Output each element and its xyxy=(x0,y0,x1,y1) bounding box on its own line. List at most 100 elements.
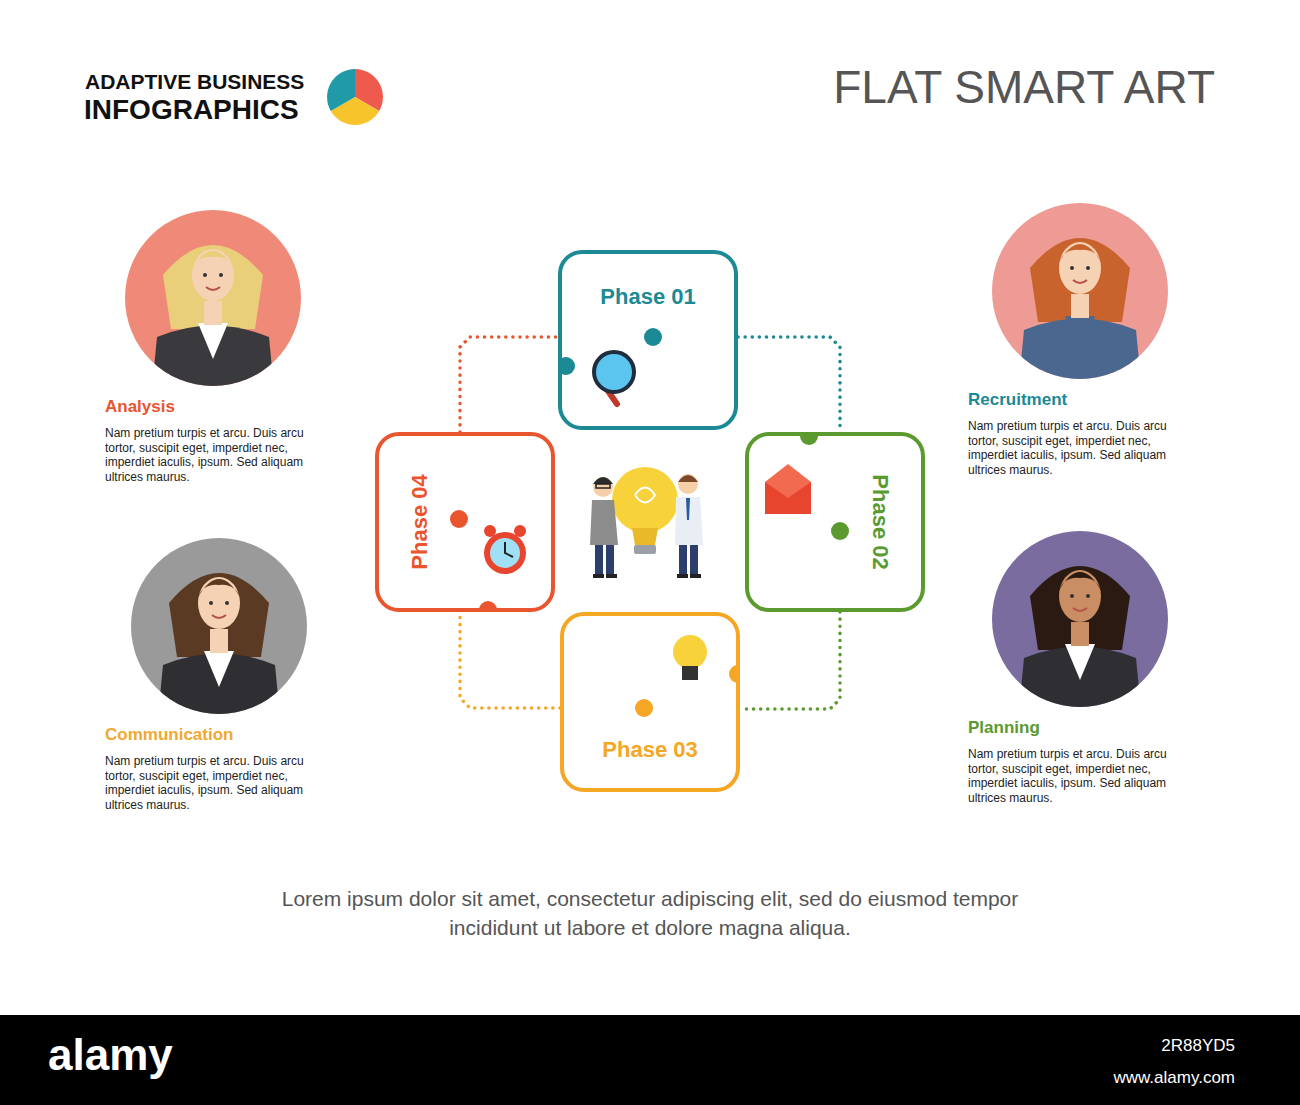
decoration xyxy=(678,475,698,482)
decoration xyxy=(679,545,687,575)
decoration xyxy=(800,436,818,445)
role-heading: Analysis xyxy=(105,397,337,417)
dotted-connector xyxy=(740,612,840,709)
decoration xyxy=(686,498,690,520)
decoration xyxy=(595,545,603,575)
decoration xyxy=(675,497,703,545)
decoration xyxy=(677,574,688,578)
brand-heading: ADAPTIVE BUSINESS xyxy=(85,70,304,94)
decoration xyxy=(596,484,610,488)
decoration xyxy=(593,477,613,497)
decoration xyxy=(1071,622,1089,646)
decoration xyxy=(204,651,234,687)
decoration xyxy=(209,601,213,605)
decoration xyxy=(1071,294,1089,318)
idea-illustration xyxy=(590,467,703,578)
role-description: Nam pretium turpis et arcu. Duis arcu to… xyxy=(968,747,1188,805)
phase-box: Phase 04 xyxy=(375,432,555,612)
decoration xyxy=(765,464,811,498)
decoration xyxy=(210,629,228,653)
caption: Lorem ipsum dolor sit amet, consectetur … xyxy=(240,884,1060,942)
person-figure xyxy=(151,245,275,391)
decoration xyxy=(212,615,226,618)
decoration xyxy=(1086,266,1090,270)
phase-label: Phase 01 xyxy=(600,284,695,310)
pie-icon xyxy=(327,69,383,125)
decoration xyxy=(197,579,241,599)
role-card: RecruitmentNam pretium turpis et arcu. D… xyxy=(968,202,1200,477)
decoration xyxy=(1030,566,1130,650)
decoration xyxy=(206,287,220,290)
decoration xyxy=(1059,570,1101,622)
decoration xyxy=(606,545,614,575)
decoration xyxy=(198,577,240,629)
decoration xyxy=(1065,644,1095,680)
phase-label: Phase 03 xyxy=(602,737,697,763)
decoration xyxy=(484,532,526,574)
decoration xyxy=(634,545,656,554)
decoration xyxy=(203,273,207,277)
envelope-icon xyxy=(749,436,921,608)
dotted-connector xyxy=(738,337,840,432)
decoration xyxy=(1086,594,1090,598)
decoration xyxy=(219,273,223,277)
decoration xyxy=(831,522,849,540)
watermark: alamy xyxy=(48,1030,173,1080)
role-heading: Communication xyxy=(105,725,337,745)
decoration xyxy=(225,601,229,605)
decoration xyxy=(682,666,698,680)
phase-label: Phase 02 xyxy=(867,474,893,569)
person-figure xyxy=(157,573,281,719)
role-description: Nam pretium turpis et arcu. Duis arcu to… xyxy=(105,754,325,812)
decoration xyxy=(169,573,269,657)
role-card: AnalysisNam pretium turpis et arcu. Duis… xyxy=(105,209,337,484)
decoration xyxy=(678,474,698,494)
phase-box: Phase 03 xyxy=(560,612,740,792)
decoration xyxy=(593,574,604,578)
decoration xyxy=(594,352,634,392)
portrait xyxy=(105,209,337,391)
decoration xyxy=(484,525,496,537)
bulb-icon xyxy=(564,616,736,788)
role-description: Nam pretium turpis et arcu. Duis arcu to… xyxy=(968,419,1188,477)
decoration xyxy=(479,601,497,608)
role-description: Nam pretium turpis et arcu. Duis arcu to… xyxy=(105,426,325,484)
decoration xyxy=(1058,572,1102,592)
decoration xyxy=(1059,242,1101,294)
portrait xyxy=(968,202,1200,384)
decoration xyxy=(593,477,613,484)
decoration xyxy=(191,251,235,271)
decoration xyxy=(590,500,618,545)
decoration xyxy=(327,69,355,111)
role-card: PlanningNam pretium turpis et arcu. Duis… xyxy=(968,530,1200,805)
decoration xyxy=(673,635,707,669)
page-title: FLAT SMART ART xyxy=(833,60,1215,114)
decoration xyxy=(1030,238,1130,322)
decoration xyxy=(1073,608,1087,611)
decoration xyxy=(1058,244,1102,264)
watermark-bar xyxy=(0,1015,1300,1105)
decoration xyxy=(1070,266,1074,270)
decoration xyxy=(635,488,655,503)
decoration xyxy=(690,574,701,578)
decoration xyxy=(1065,316,1095,352)
dotted-connector xyxy=(460,337,558,432)
decoration xyxy=(612,467,678,533)
decoration xyxy=(635,699,653,717)
portrait xyxy=(105,537,337,719)
decoration xyxy=(450,510,468,528)
decoration xyxy=(1073,280,1087,283)
decoration xyxy=(729,665,736,683)
phase-box: Phase 02 xyxy=(745,432,925,612)
role-heading: Planning xyxy=(968,718,1200,738)
decoration xyxy=(690,545,698,575)
decoration xyxy=(606,574,617,578)
role-card: CommunicationNam pretium turpis et arcu.… xyxy=(105,537,337,812)
role-heading: Recruitment xyxy=(968,390,1200,410)
decoration xyxy=(644,328,662,346)
decoration xyxy=(505,542,513,557)
decoration xyxy=(632,528,658,545)
magnifier-icon xyxy=(562,254,734,426)
decoration xyxy=(163,245,263,329)
decoration xyxy=(192,249,234,301)
